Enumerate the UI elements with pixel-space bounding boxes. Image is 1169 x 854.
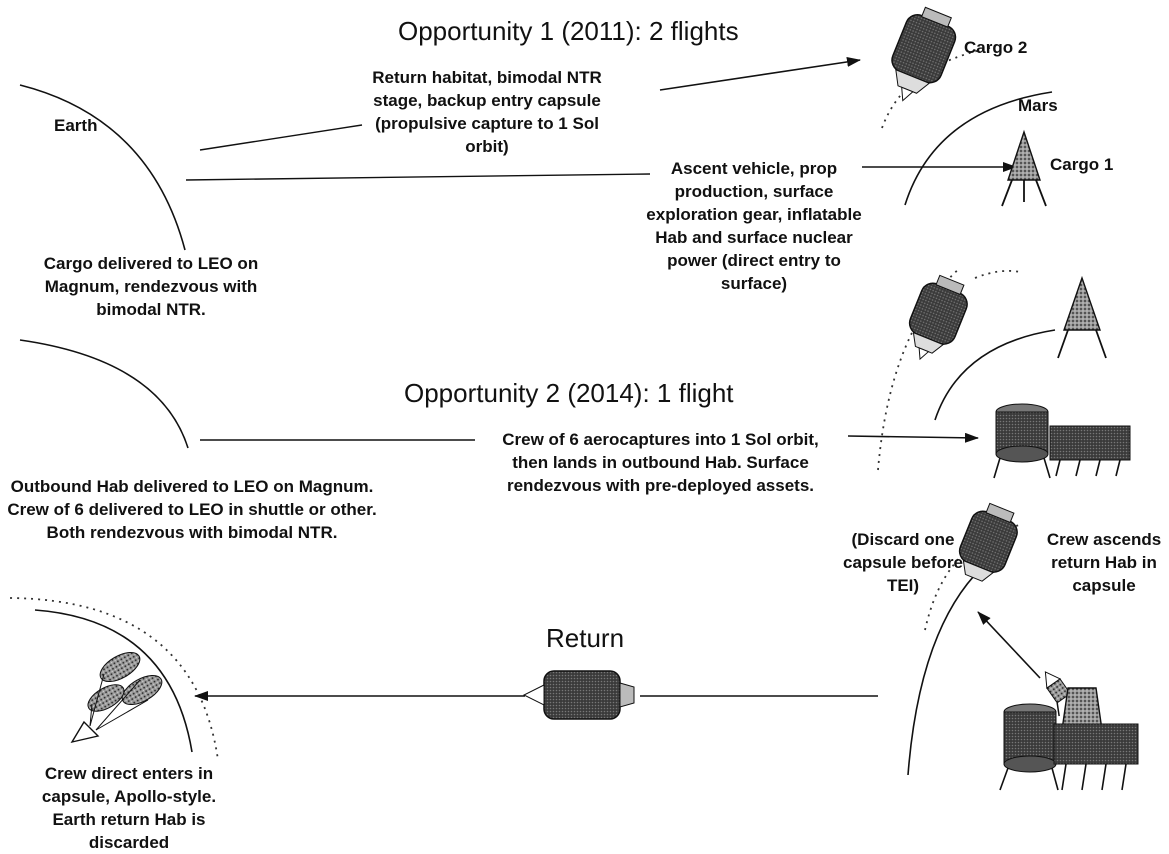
surface-base-icon-3 xyxy=(999,687,1139,791)
return-discard-text: (Discard one capsule before TEI) xyxy=(843,530,963,595)
mars-arc-1 xyxy=(904,91,1053,206)
flight-a-arrow xyxy=(659,56,861,91)
mars-arc-2 xyxy=(934,329,1056,421)
opportunity1-flight-b-text: Ascent vehicle, prop production, surface… xyxy=(646,159,862,293)
opportunity1-leo-text: Cargo delivered to LEO on Magnum, rendez… xyxy=(43,254,259,319)
surface-base-icon-2 xyxy=(993,275,1131,479)
opportunity2-leo-text: Outbound Hab delivered to LEO on Magnum.… xyxy=(7,477,377,542)
return-capsule-icon xyxy=(958,502,1018,582)
opportunity1-flight-a-text: Return habitat, bimodal NTR stage, backu… xyxy=(372,68,602,156)
cargo1-label: Cargo 1 xyxy=(1050,155,1114,174)
cargo2-vehicle-icon xyxy=(891,6,957,102)
return-entry-text: Crew direct enters in capsule, Apollo-st… xyxy=(41,764,217,852)
opportunity1-title: Opportunity 1 (2011): 2 flights xyxy=(398,16,739,46)
return-vehicle-icon xyxy=(522,670,635,720)
capsule-orbit-2 xyxy=(974,269,1021,279)
parachute-capsule-icon xyxy=(70,651,163,744)
mars-orbit-1 xyxy=(881,47,991,129)
cargo1-lander-icon xyxy=(1001,129,1047,207)
crew-arrow xyxy=(847,432,979,443)
opportunity2-crew-text: Crew of 6 aerocaptures into 1 Sol orbit,… xyxy=(502,430,819,495)
crew-capsule-icon xyxy=(908,274,968,361)
ascent-arrow xyxy=(977,611,1041,679)
flight-a-tail xyxy=(199,124,363,151)
earth-arc-3 xyxy=(34,609,193,753)
cargo2-label: Cargo 2 xyxy=(964,38,1028,57)
opportunity2-title: Opportunity 2 (2014): 1 flight xyxy=(404,378,734,408)
earth-label: Earth xyxy=(54,116,98,135)
earth-arc-2 xyxy=(19,339,189,449)
flight-b-line xyxy=(185,173,651,181)
earth-arc-1 xyxy=(19,84,186,251)
return-title: Return xyxy=(546,623,625,653)
return-ascend-text: Crew ascends return Hab in capsule xyxy=(1046,530,1162,595)
mars-label: Mars xyxy=(1018,96,1058,115)
earth-orbit-3 xyxy=(9,597,219,761)
ascent-capsule-icon xyxy=(1044,671,1083,717)
